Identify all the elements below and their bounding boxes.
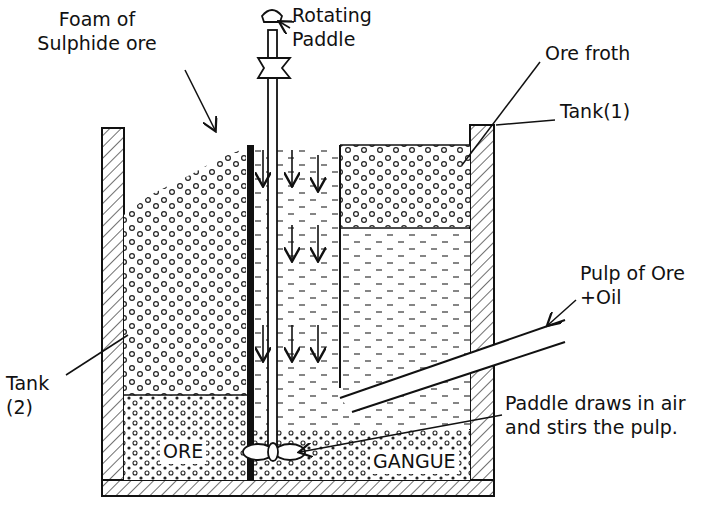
region-label: ORE [160, 440, 206, 464]
annotation-label: Ore froth [545, 42, 685, 66]
annotation-label: Tank(1) [560, 100, 680, 124]
region-label: GANGUE [370, 450, 459, 474]
annotation-label: Pulp of Ore +Oil [580, 262, 685, 310]
annotation-label: Tank (2) [6, 372, 66, 420]
annotation-label: Rotating Paddle [292, 4, 402, 52]
annotation-label: Foam of Sulphide ore [22, 8, 172, 56]
annotation-label: Paddle draws in air and stirs the pulp. [505, 392, 710, 440]
